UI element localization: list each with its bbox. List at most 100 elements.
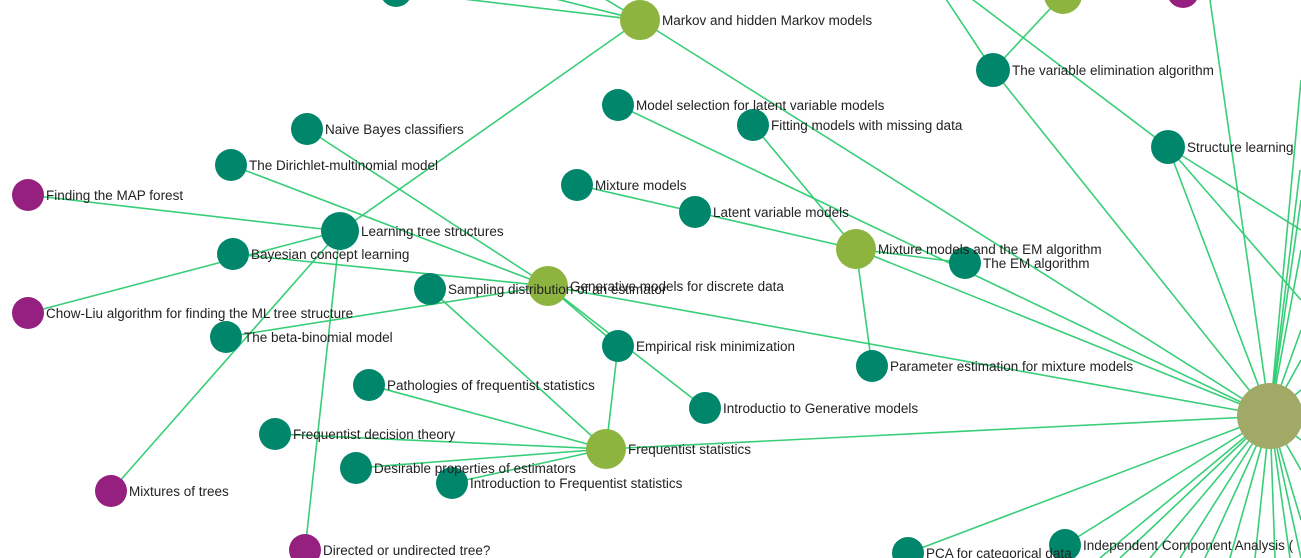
- node-pathologies[interactable]: [353, 369, 385, 401]
- node-label-latent: Latent variable models: [713, 205, 849, 220]
- edge-generative-central: [547, 285, 1271, 417]
- node-label-dirichlet: The Dirichlet-multinomial model: [249, 158, 438, 173]
- node-label-desirable: Desirable properties of estimators: [374, 461, 576, 476]
- node-dirichlet[interactable]: [215, 149, 247, 181]
- node-label-missing: Fitting models with missing data: [771, 118, 963, 133]
- node-label-markov: Markov and hidden Markov models: [662, 13, 872, 28]
- node-var-elim[interactable]: [976, 53, 1010, 87]
- edge-desirable-frequentist: [355, 448, 607, 469]
- node-label-ica: Independent Component Analysis (: [1083, 538, 1294, 553]
- node-label-beta-binomial: The beta-binomial model: [244, 330, 393, 345]
- edge-intro-freq-frequentist: [451, 448, 607, 484]
- node-generative[interactable]: [528, 266, 568, 306]
- node-label-pca-cat: PCA for categorical data: [926, 546, 1072, 558]
- edge-structure-offscreen-2: [1167, 146, 1301, 231]
- node-erm[interactable]: [602, 330, 634, 362]
- node-ica[interactable]: [1049, 529, 1081, 558]
- node-latent[interactable]: [679, 196, 711, 228]
- edge-structure-offscreen-3: [1167, 146, 1301, 301]
- node-label-param-est: Parameter estimation for mixture models: [890, 359, 1133, 374]
- node-label-mixture: Mixture models: [595, 178, 687, 193]
- node-label-map-forest: Finding the MAP forest: [46, 188, 183, 203]
- edge-structure-offscreen-1: [971, 0, 1169, 148]
- node-missing[interactable]: [737, 109, 769, 141]
- node-mixture-em[interactable]: [836, 229, 876, 269]
- node-label-em: The EM algorithm: [983, 256, 1090, 271]
- edge-central-offscreen-19: [1269, 79, 1301, 417]
- edge-latent-mixture-em: [694, 211, 857, 250]
- edge-central-offscreen-16: [1099, 415, 1271, 558]
- edge-central-offscreen-20: [1209, 0, 1271, 417]
- node-beta-binomial[interactable]: [210, 321, 242, 353]
- edge-decision-frequentist: [274, 433, 607, 450]
- edge-markov-offscreen-1: [556, 0, 641, 21]
- node-model-sel[interactable]: [602, 89, 634, 121]
- node-label-tree-struct: Learning tree structures: [361, 224, 504, 239]
- node-directed[interactable]: [289, 534, 321, 558]
- edge-dirichlet-generative: [230, 164, 549, 287]
- node-param-est[interactable]: [856, 350, 888, 382]
- node-top-leaf[interactable]: [1167, 0, 1199, 8]
- edge-structure-central: [1167, 146, 1271, 417]
- node-label-sampling: Sampling distribution of an estimator: [448, 282, 667, 297]
- node-label-directed: Directed or undirected tree?: [323, 543, 490, 558]
- node-frequentist[interactable]: [586, 429, 626, 469]
- node-em[interactable]: [949, 247, 981, 279]
- edge-directed-tree-struct: [304, 230, 341, 551]
- node-label-mix-trees: Mixtures of trees: [129, 484, 229, 499]
- node-label-pathologies: Pathologies of frequentist statistics: [387, 378, 595, 393]
- edge-ica-central: [1064, 415, 1271, 546]
- node-structure[interactable]: [1151, 130, 1185, 164]
- node-markov[interactable]: [620, 0, 660, 40]
- edge-beta-binomial-generative: [225, 285, 549, 338]
- node-label-generative: Generative models for discrete data: [570, 279, 784, 294]
- node-label-mixture-em: Mixture models and the EM algorithm: [878, 242, 1102, 257]
- node-naive-bayes[interactable]: [291, 113, 323, 145]
- edge-markov-central: [639, 19, 1271, 417]
- node-pca-cat[interactable]: [892, 537, 924, 558]
- node-label-frequentist: Frequentist statistics: [628, 442, 751, 457]
- edge-var-elim-central: [992, 69, 1271, 417]
- edge-mix-trees-tree-struct: [110, 230, 341, 492]
- node-label-var-elim: The variable elimination algorithm: [1012, 63, 1214, 78]
- edge-markov-tree-struct: [339, 19, 641, 232]
- edge-central-offscreen-15: [1119, 415, 1271, 558]
- edge-mixture-latent: [576, 184, 696, 213]
- node-bayes-concept[interactable]: [217, 238, 249, 270]
- node-label-decision: Frequentist decision theory: [293, 427, 455, 442]
- node-sampling[interactable]: [414, 273, 446, 305]
- edge-mixture-em-central: [855, 248, 1271, 417]
- node-label-structure: Structure learning: [1187, 140, 1294, 155]
- node-mix-trees[interactable]: [95, 475, 127, 507]
- graph-nodes: [12, 0, 1301, 558]
- node-central[interactable]: [1237, 383, 1301, 449]
- edge-sampling-frequentist: [429, 288, 607, 450]
- node-label-chow-liu: Chow-Liu algorithm for finding the ML tr…: [46, 306, 353, 321]
- edge-missing-mixture-em: [752, 124, 857, 250]
- node-desirable[interactable]: [340, 452, 372, 484]
- node-top-topic[interactable]: [380, 0, 412, 7]
- edge-frequentist-central: [605, 415, 1271, 450]
- edge-pca-cat-central: [907, 415, 1271, 554]
- node-label-erm: Empirical risk minimization: [636, 339, 795, 354]
- edge-markov-top-topic: [464, 0, 641, 21]
- edge-map-forest-tree-struct: [27, 194, 341, 232]
- edge-pathologies-frequentist: [368, 384, 607, 450]
- node-intro-gen[interactable]: [689, 392, 721, 424]
- node-intro-freq[interactable]: [436, 467, 468, 499]
- node-label-intro-freq: Introduction to Frequentist statistics: [470, 476, 683, 491]
- edge-chow-liu-tree-struct: [27, 230, 341, 314]
- node-label-bayes-concept: Bayesian concept learning: [251, 247, 409, 262]
- node-chow-liu[interactable]: [12, 297, 44, 329]
- node-mixture[interactable]: [561, 169, 593, 201]
- node-label-model-sel: Model selection for latent variable mode…: [636, 98, 885, 113]
- node-label-intro-gen: Introductio to Generative models: [723, 401, 918, 416]
- node-label-naive-bayes: Naive Bayes classifiers: [325, 122, 464, 137]
- node-map-forest[interactable]: [12, 179, 44, 211]
- node-tree-struct[interactable]: [321, 212, 359, 250]
- node-top-hub[interactable]: [1044, 0, 1082, 14]
- edge-bayes-concept-generative: [232, 253, 549, 287]
- node-decision[interactable]: [259, 418, 291, 450]
